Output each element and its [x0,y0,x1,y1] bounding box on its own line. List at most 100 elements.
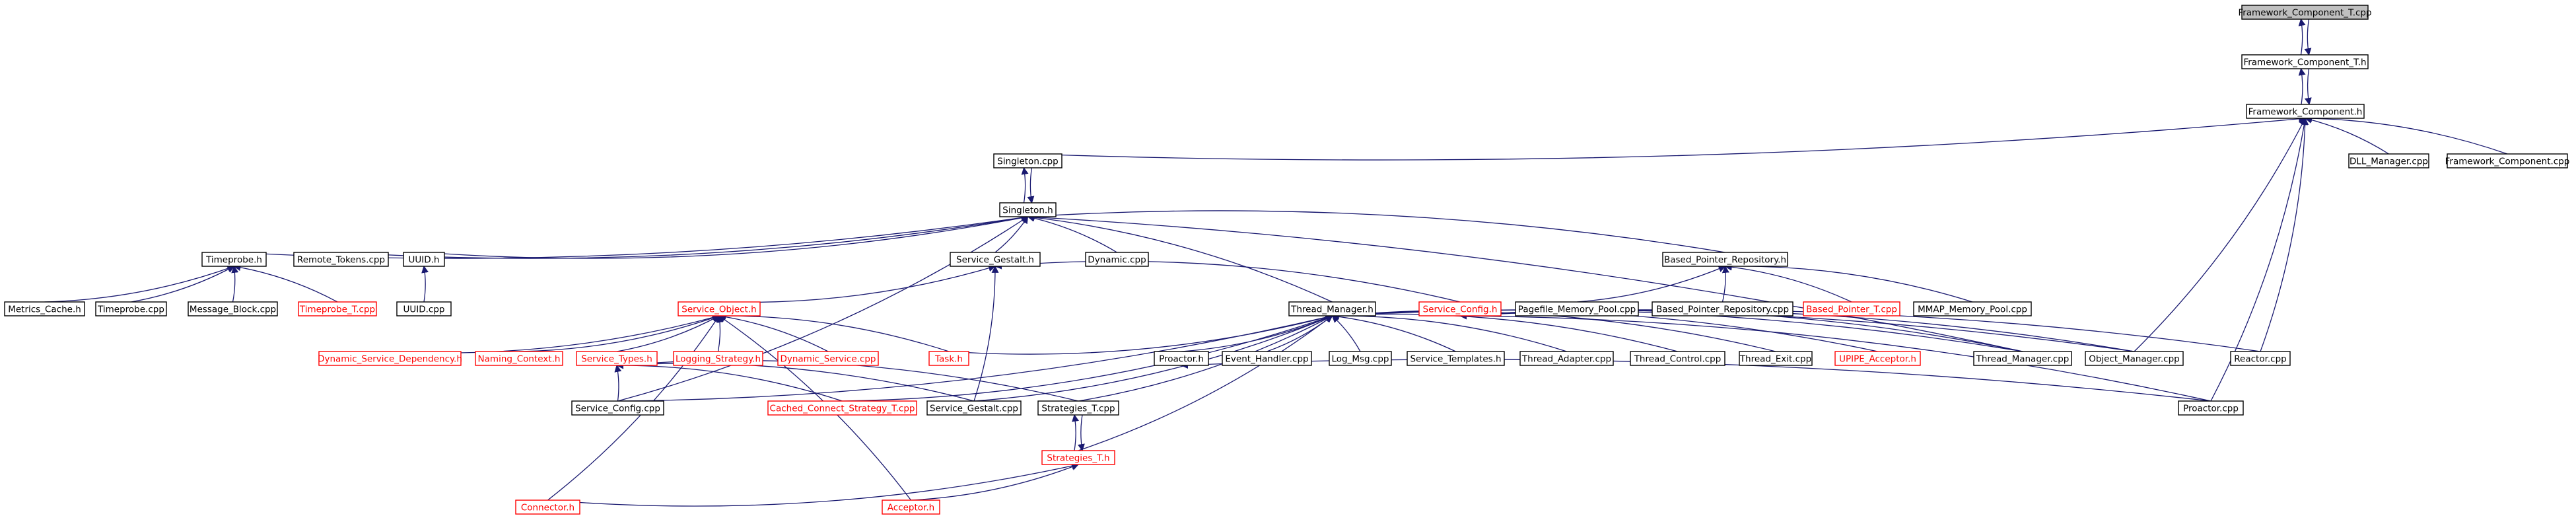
node-log-msg-cpp[interactable]: Log_Msg.cpp [1329,351,1392,366]
edge-bpr_h-to-singleton_h [1027,210,1725,253]
node-bpr-h[interactable]: Based_Pointer_Repository.h [1662,252,1788,267]
edge-service_config_h-to-service_gestalt_h [994,260,1461,303]
node-reactor-cpp[interactable]: Reactor.cpp [2230,351,2291,366]
node-timeprobe-t-cpp[interactable]: Timeprobe_T.cpp [298,301,377,316]
node-label: Service_Types.h [581,354,652,365]
node-uuid-cpp[interactable]: UUID.cpp [396,301,452,316]
edge-fct_h-to-fct_cpp [2298,18,2306,56]
node-service-gestalt-cpp[interactable]: Service_Gestalt.cpp [926,400,1022,416]
node-strategies-t-h[interactable]: Strategies_T.h [1041,450,1115,465]
node-proactor-cpp[interactable]: Proactor.cpp [2178,400,2244,416]
node-task-h[interactable]: Task.h [928,351,969,366]
edge-service_config_cpp-to-thread_manager_h [617,313,1333,402]
node-timeprobe-h[interactable]: Timeprobe.h [201,252,267,267]
edge-task_h-to-thread_manager_h [948,314,1333,355]
edge-singleton_h-to-singleton_cpp [1021,166,1029,204]
node-label: Dynamic.cpp [1088,255,1146,266]
node-pmp-cpp[interactable]: Pagefile_Memory_Pool.cpp [1515,301,1639,316]
node-connector-h[interactable]: Connector.h [515,500,580,515]
edge-pmp_cpp-to-bpr_h [1576,265,1726,303]
node-label: Dynamic_Service_Dependency.h [318,354,462,365]
edge-strategies_t_h-to-thread_manager_h [1078,315,1333,451]
node-thread-control-cpp[interactable]: Thread_Control.cpp [1630,351,1725,366]
node-uuid-h[interactable]: UUID.h [403,252,445,267]
node-svc-templates-h[interactable]: Service_Templates.h [1407,351,1505,366]
node-label: UPIPE_Acceptor.h [1839,354,1916,365]
node-label: Proactor.h [1159,354,1204,365]
node-acceptor-h[interactable]: Acceptor.h [882,500,940,515]
node-service-object-h[interactable]: Service_Object.h [678,301,761,316]
node-bpt-cpp[interactable]: Based_Pointer_T.cpp [1803,301,1900,316]
edge-mmap_cpp-to-bpr_h [1724,262,1973,303]
node-label: Naming_Context.h [478,354,561,365]
node-box [882,500,940,515]
nodes-layer: Framework_Component_T.cppFramework_Compo… [4,5,2570,515]
node-fct-h[interactable]: Framework_Component_T.h [2241,54,2369,69]
node-label: Based_Pointer_Repository.h [1664,255,1786,266]
node-naming-context-h[interactable]: Naming_Context.h [475,351,563,366]
node-strategies-t-cpp[interactable]: Strategies_T.cpp [1037,400,1119,416]
node-box [1418,301,1502,316]
node-object-manager-cpp[interactable]: Object_Manager.cpp [2085,351,2184,366]
edge-acceptor_h-to-strategies_t_h [911,463,1080,501]
node-upipe-acceptor-h[interactable]: UPIPE_Acceptor.h [1834,351,1921,366]
node-box [767,400,917,416]
edge-fc_cpp-to-fc_h [2304,114,2508,155]
node-box [188,301,278,316]
node-singleton-cpp[interactable]: Singleton.cpp [993,153,1062,168]
node-box [1037,400,1119,416]
node-metrics-cache-h[interactable]: Metrics_Cache.h [4,301,85,316]
node-thread-manager-h[interactable]: Thread_Manager.h [1288,301,1376,316]
edge-timeprobe_t_cpp-to-timeprobe_h [233,264,338,303]
node-proactor-h[interactable]: Proactor.h [1154,351,1209,366]
node-bpr-cpp[interactable]: Based_Pointer_Repository.cpp [1652,301,1793,316]
node-mmap-cpp[interactable]: MMAP_Memory_Pool.cpp [1913,301,2032,316]
node-box [1154,351,1209,366]
node-label: Service_Config.h [1423,305,1498,315]
node-label: Framework_Component_T.cpp [2238,8,2371,18]
node-dll-manager-cpp[interactable]: DLL_Manager.cpp [2348,153,2429,168]
node-service-config-h[interactable]: Service_Config.h [1418,301,1502,316]
node-label: Event_Handler.cpp [1225,354,1308,365]
node-ccst-cpp[interactable]: Cached_Connect_Strategy_T.cpp [767,400,917,416]
node-label: Service_Gestalt.cpp [930,404,1018,414]
edge-object_manager_cpp-to-fc_h [2134,118,2306,352]
node-box [318,351,462,366]
edge-task_h-to-service_object_h [718,312,950,352]
node-singleton-h[interactable]: Singleton.h [999,202,1057,217]
node-box [1085,252,1149,267]
node-thread-exit-cpp[interactable]: Thread_Exit.cpp [1739,351,1813,366]
node-timeprobe-cpp[interactable]: Timeprobe.cpp [95,301,167,316]
node-fct-cpp[interactable]: Framework_Component_T.cpp [2238,5,2372,20]
node-thread-manager-cpp[interactable]: Thread_Manager.cpp [1973,351,2072,366]
node-label: Message_Block.cpp [190,305,276,315]
node-service-gestalt-h[interactable]: Service_Gestalt.h [950,252,1041,267]
node-event-handler-cpp[interactable]: Event_Handler.cpp [1222,351,1312,366]
node-box [2241,5,2369,20]
node-dynamic-cpp[interactable]: Dynamic.cpp [1085,252,1149,267]
node-label: Task.h [934,354,963,365]
node-label: Timeprobe.cpp [97,305,164,315]
edge-reactor_cpp-to-fc_h [2260,117,2309,352]
edge-dsd_h-to-service_object_h [390,314,720,353]
node-box [1973,351,2072,366]
node-remote-tokens-cpp[interactable]: Remote_Tokens.cpp [293,252,389,267]
edge-singleton_cpp-to-fc_h [1027,115,2307,161]
edge-strategies_t_cpp-to-thread_manager_h [1078,315,1333,402]
edge-ccst_cpp-to-svc_types_h [615,361,843,402]
node-dsd-h[interactable]: Dynamic_Service_Dependency.h [318,351,462,366]
node-box [475,351,563,366]
edge-bpr_cpp-to-bpr_h [1722,265,1729,303]
node-label: MMAP_Memory_Pool.cpp [1918,305,2027,315]
node-svc-types-h[interactable]: Service_Types.h [576,351,658,366]
node-service-config-cpp[interactable]: Service_Config.cpp [571,400,664,416]
edge-thread_manager_h-to-singleton_h [1027,213,1333,303]
edge-fct_h-to-fc_h [2304,68,2312,106]
node-fc-cpp[interactable]: Framework_Component.cpp [2445,153,2570,168]
node-thread-adapter-cpp[interactable]: Thread_Adapter.cpp [1519,351,1614,366]
node-message-block-cpp[interactable]: Message_Block.cpp [188,301,278,316]
node-fc-h[interactable]: Framework_Component.h [2246,104,2365,119]
node-logging-strategy-h[interactable]: Logging_Strategy.h [673,351,763,366]
node-dynamic-service-cpp[interactable]: Dynamic_Service.cpp [777,351,879,366]
edge-proactor_cpp-to-fc_h [2210,117,2308,402]
